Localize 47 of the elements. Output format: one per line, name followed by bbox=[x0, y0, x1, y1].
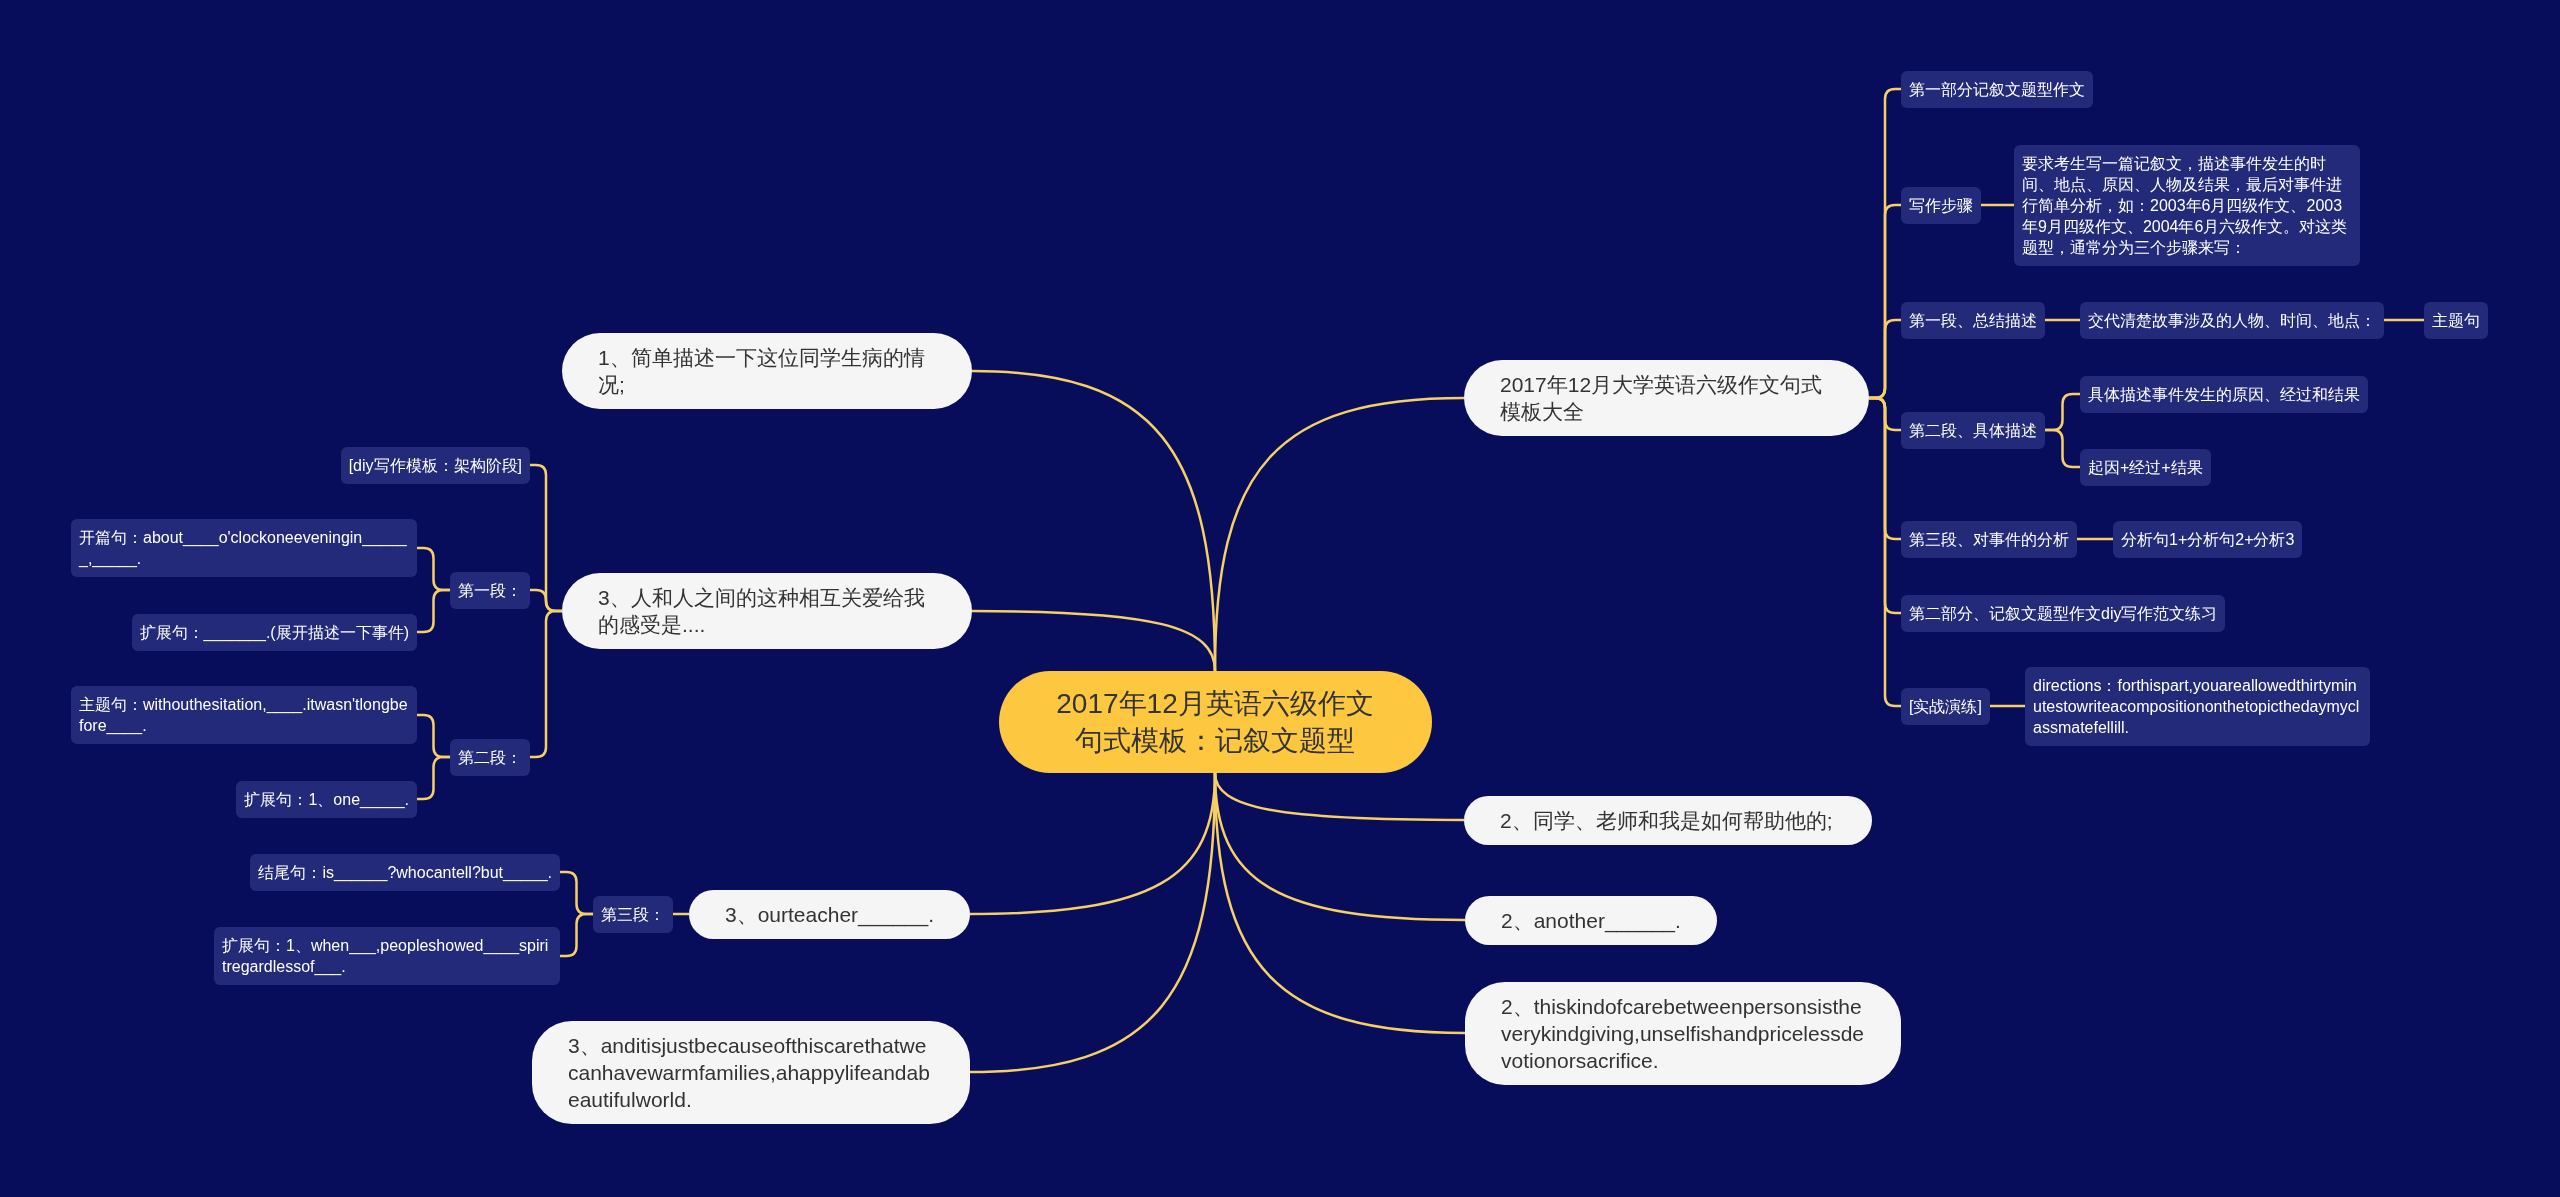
connector-line bbox=[1981, 203, 2014, 207]
subtopic-box: 第一段： bbox=[450, 571, 530, 609]
topic-bubble: 3、anditisjustbecauseofthiscarethatwecanhavewarmfamilies,ahappylifeandabeautifulworld. bbox=[532, 1020, 970, 1124]
subtopic-box: 写作步骤 bbox=[1901, 186, 1981, 224]
subtopic-box: [diy写作模板：架构阶段] bbox=[340, 446, 530, 484]
topic-bubble: 1、简单描述一下这位同学生病的情况; bbox=[562, 333, 972, 409]
connector-line bbox=[2045, 428, 2080, 469]
subtopic-box: 扩展句：1、when___,peopleshowed____spiritregardlessof___. bbox=[214, 927, 560, 985]
connector-line bbox=[1989, 704, 2025, 708]
subtopic-box: [实战演练] bbox=[1901, 687, 1990, 725]
connector-line bbox=[969, 772, 1217, 1074]
connector-line bbox=[1213, 772, 1464, 822]
subtopic-box: 主题句 bbox=[2424, 301, 2488, 339]
topic-bubble: 3、ourteacher______. bbox=[689, 889, 970, 939]
subtopic-box: 第三段、对事件的分析 bbox=[1901, 520, 2077, 558]
connector-line bbox=[560, 912, 593, 958]
connector-line bbox=[2045, 318, 2080, 322]
connector-line bbox=[530, 609, 562, 759]
subtopic-box: 分析句1+分析句2+分析3 bbox=[2113, 520, 2303, 558]
subtopic-box: directions：forthispart,youareallowedthirtyminutestowriteacompositiononthetopicthedaymyclassmatefellill. bbox=[2025, 666, 2370, 746]
subtopic-box: 起因+经过+结果 bbox=[2080, 448, 2211, 486]
subtopic-box: 要求考生写一篇记叙文，描述事件发生的时间、地点、原因、人物及结果，最后对事件进行简单分析，如：2003年6月四级作文、2003年9月四级作文、2004年6月六级作文。对这类题型，通常分为三个步骤来写： bbox=[2014, 144, 2360, 266]
central-topic-bubble: 2017年12月英语六级作文句式模板：记叙文题型 bbox=[998, 671, 1432, 773]
subtopic-box: 主题句：withouthesitation,____.itwasn'tlongbefore____. bbox=[71, 686, 417, 744]
subtopic-box: 第二段： bbox=[450, 738, 530, 776]
subtopic-box: 第一段、总结描述 bbox=[1901, 301, 2045, 339]
connector-line bbox=[1869, 396, 1901, 708]
subtopic-box: 第二段、具体描述 bbox=[1901, 411, 2045, 449]
topic-bubble: 3、人和人之间的这种相互关爱给我的感受是.... bbox=[562, 573, 972, 649]
subtopic-box: 第三段： bbox=[593, 895, 673, 933]
topic-bubble: 2、thiskindofcarebetweenpersonsistheverykindgiving,unselfishandpricelessdevotionorsacrifice. bbox=[1465, 981, 1901, 1085]
subtopic-box: 扩展句：_______.(展开描述一下事件) bbox=[131, 613, 417, 651]
subtopic-box: 开篇句：about____o'clockoneeveningin______,_____. bbox=[71, 519, 417, 577]
subtopic-box: 第二部分、记叙文题型作文diy写作范文练习 bbox=[1901, 594, 2226, 632]
subtopic-box: 具体描述事件发生的原因、经过和结果 bbox=[2080, 375, 2368, 413]
subtopic-box: 结尾句：is______?whocantell?but_____. bbox=[250, 853, 560, 891]
subtopic-box: 第一部分记叙文题型作文 bbox=[1901, 70, 2093, 108]
topic-bubble: 2、another______. bbox=[1465, 895, 1717, 945]
connector-line bbox=[417, 755, 450, 801]
subtopic-box: 交代清楚故事涉及的人物、时间、地点： bbox=[2080, 301, 2384, 339]
connector-line bbox=[2077, 537, 2113, 541]
connector-line bbox=[417, 588, 450, 634]
connector-line bbox=[972, 609, 1217, 672]
topic-bubble: 2、同学、老师和我是如何帮助他的; bbox=[1464, 795, 1872, 845]
topic-bubble: 2017年12月大学英语六级作文句式模板大全 bbox=[1464, 360, 1869, 436]
subtopic-box: 扩展句：1、one_____. bbox=[236, 780, 417, 818]
connector-line bbox=[2384, 318, 2424, 322]
